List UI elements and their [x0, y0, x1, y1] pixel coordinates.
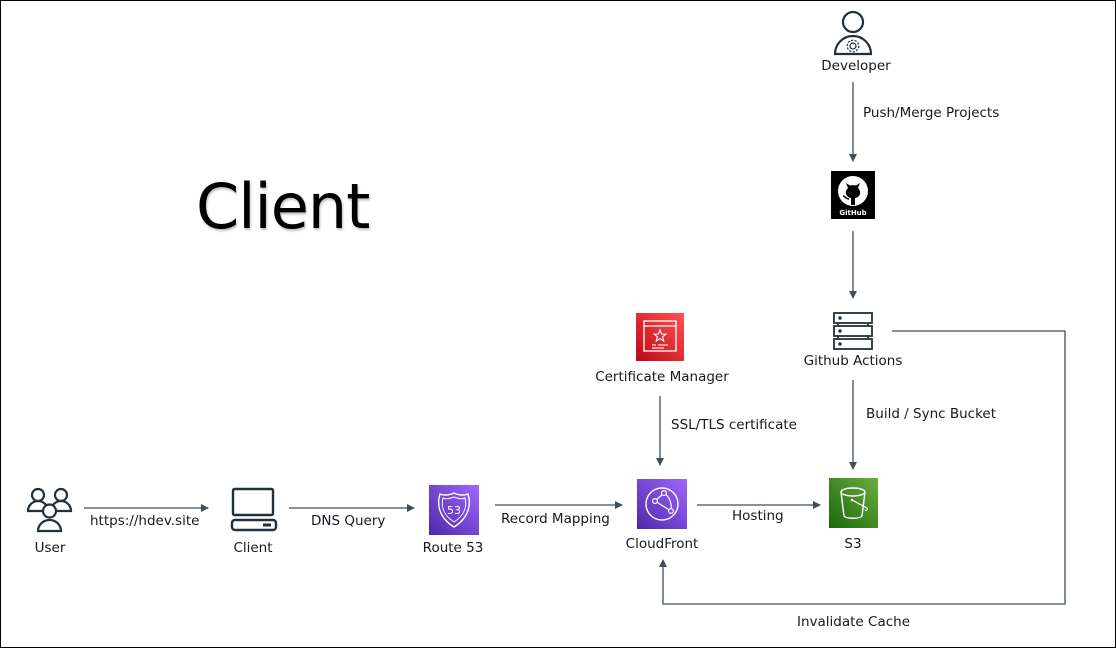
- s3-bucket-icon: [829, 478, 878, 532]
- edge-label-https: https://hdev.site: [90, 513, 200, 529]
- developer-icon: [831, 10, 875, 60]
- node-label-github-actions: Github Actions: [803, 353, 903, 369]
- server-stack-icon: [832, 311, 874, 355]
- edge-actions-cloudfront: [659, 330, 1066, 605]
- edge-label-record-mapping: Record Mapping: [501, 511, 610, 527]
- github-logo-text: GitHub: [839, 209, 866, 217]
- edge-label-invalidate-cache: Invalidate Cache: [797, 614, 911, 630]
- desktop-client-icon: [230, 487, 278, 537]
- certificate-manager-icon: [636, 313, 684, 365]
- edge-label-push-merge: Push/Merge Projects: [863, 105, 1000, 121]
- route53-badge: 53: [447, 504, 461, 517]
- node-label-client: Client: [233, 540, 273, 556]
- node-label-s3: S3: [844, 536, 862, 552]
- edge-label-ssl: SSL/TLS certificate: [671, 417, 797, 433]
- edge-label-hosting: Hosting: [732, 508, 784, 524]
- node-label-cloudfront: CloudFront: [625, 536, 699, 552]
- route53-icon: 53: [429, 485, 479, 539]
- diagram-title: Client: [196, 170, 370, 243]
- node-label-developer: Developer: [821, 58, 891, 74]
- edge-label-dns-query: DNS Query: [311, 513, 386, 529]
- github-icon: GitHub: [831, 171, 875, 223]
- node-label-route53: Route 53: [422, 540, 484, 556]
- cloudfront-icon: [637, 479, 687, 533]
- edge-label-build-sync: Build / Sync Bucket: [866, 406, 997, 422]
- users-icon: [26, 485, 74, 537]
- node-label-user: User: [34, 540, 66, 556]
- node-label-certificate-manager: Certificate Manager: [595, 369, 729, 385]
